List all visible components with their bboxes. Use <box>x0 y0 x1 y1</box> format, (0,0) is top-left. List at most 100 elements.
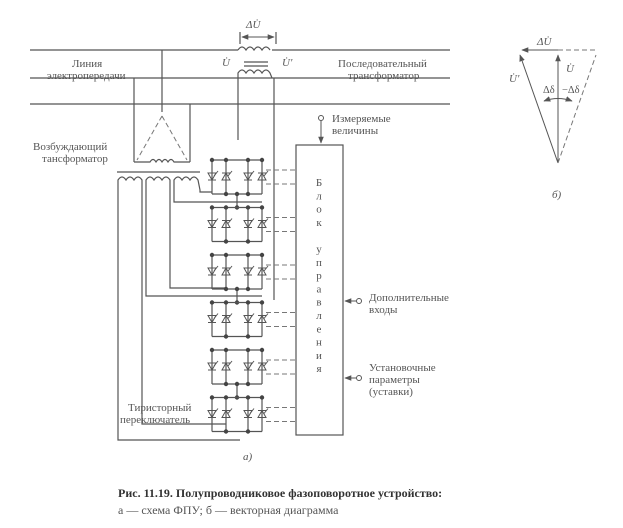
junction-dot <box>209 300 215 305</box>
thyristor-icon <box>221 219 231 228</box>
thyristor-icon <box>221 171 231 181</box>
junction-dot <box>245 381 251 387</box>
junction-dot <box>209 157 215 163</box>
thyristor-icon <box>207 410 217 419</box>
control-block[interactable] <box>295 144 344 436</box>
block-letter: в <box>316 297 321 309</box>
settings-terminal[interactable] <box>344 375 362 381</box>
excit-tr-label-2: тансформатор <box>42 153 108 165</box>
junction-dot <box>223 429 229 434</box>
block-letter: Б <box>316 177 322 189</box>
thyristor-icon <box>221 314 231 323</box>
block-letter: и <box>316 350 322 362</box>
line-label-1: Линия <box>72 58 102 70</box>
thyristor-icon <box>243 220 253 229</box>
junction-dot <box>259 252 265 258</box>
series-transformer <box>237 32 277 300</box>
junction-dot <box>245 157 251 163</box>
panel-a-label: а) <box>243 451 253 463</box>
caption-sub: а — схема ФПУ; б — векторная диаграмма <box>118 503 339 517</box>
junction-dot <box>223 191 229 197</box>
junction-dot <box>209 395 215 400</box>
extra-inputs-label-1: Дополнительные <box>369 292 449 304</box>
junction-dot <box>245 239 251 244</box>
settings-label-2: параметры <box>369 374 420 386</box>
thyristor-icon <box>243 410 253 419</box>
block-letter: л <box>316 310 322 322</box>
block-letter: л <box>316 190 322 202</box>
thyristor-group <box>207 252 296 305</box>
thyristor-icon <box>243 315 253 324</box>
transmission-line <box>30 49 450 105</box>
junction-dot <box>245 205 251 210</box>
u-in-label: U̇ <box>222 57 231 69</box>
junction-dot <box>223 381 229 387</box>
junction-dot <box>209 347 215 353</box>
thyristor-icon <box>207 220 217 229</box>
junction-dot <box>209 205 215 210</box>
junction-dot <box>259 300 265 305</box>
vector-u-prime <box>519 54 559 164</box>
thyristor-group <box>207 347 296 400</box>
thyristor-group <box>207 300 296 339</box>
settings-label-1: Установочные <box>369 362 436 374</box>
junction-dot <box>245 395 251 400</box>
block-letter: п <box>316 257 322 269</box>
measured-input[interactable] <box>318 115 324 144</box>
angle-arc <box>543 96 573 102</box>
settings-label-3: (уставки) <box>369 386 413 398</box>
vd-delta-delta: Δδ <box>543 85 555 96</box>
thyristor-switch <box>207 157 296 434</box>
junction-dot <box>223 334 229 339</box>
block-letter: е <box>317 323 322 335</box>
series-tr-label-2: трансформатор <box>348 70 420 82</box>
thyristor-icon <box>257 314 267 323</box>
extra-inputs-label-2: входы <box>369 304 398 316</box>
junction-dot <box>259 395 265 400</box>
junction-dot <box>259 347 265 353</box>
junction-dot <box>245 252 251 258</box>
junction-dot <box>223 300 229 305</box>
thyristor-group <box>207 205 296 244</box>
vector-diagram <box>519 47 597 164</box>
block-letter: а <box>317 283 322 295</box>
junction-dot <box>245 334 251 339</box>
thyristor-icon <box>207 267 217 277</box>
block-letter: о <box>316 204 322 216</box>
thyristor-icon <box>257 361 267 371</box>
exciting-transformer <box>117 50 212 193</box>
block-letter: я <box>316 363 321 375</box>
switch-label-1: Тиристорный <box>128 402 192 414</box>
thyristor-icon <box>221 361 231 371</box>
thyristor-icon <box>243 172 253 182</box>
block-letter: р <box>316 270 322 282</box>
vd-delta-u: ΔU̇ <box>536 36 552 48</box>
series-tr-label-1: Последовательный <box>338 58 427 70</box>
delta-u-label: ΔU̇ <box>245 19 261 31</box>
thyristor-icon <box>207 172 217 182</box>
thyristor-icon <box>243 267 253 277</box>
caption-title: Рис. 11.19. Полупроводниковое фазоповоро… <box>118 486 442 500</box>
block-letter: к <box>316 217 322 229</box>
extra-inputs-terminal[interactable] <box>344 298 362 304</box>
block-letter: у <box>316 244 322 256</box>
measured-label-2: величины <box>332 125 379 137</box>
junction-dot <box>223 239 229 244</box>
measured-label-1: Измеряемые <box>332 113 391 125</box>
vd-u-prime: U̇' <box>509 73 520 85</box>
excit-tr-label-1: Возбуждающий <box>33 141 107 153</box>
junction-dot <box>245 429 251 434</box>
u-out-label: U̇' <box>282 57 293 69</box>
vd-minus-delta-delta: −Δδ <box>562 85 580 96</box>
junction-dot <box>245 286 251 292</box>
thyristor-icon <box>221 266 231 276</box>
junction-dot <box>209 252 215 258</box>
thyristor-icon <box>243 362 253 372</box>
junction-dot <box>245 191 251 197</box>
junction-dot <box>223 252 229 258</box>
thyristor-icon <box>221 409 231 418</box>
junction-dot <box>223 286 229 292</box>
junction-dot <box>223 347 229 353</box>
